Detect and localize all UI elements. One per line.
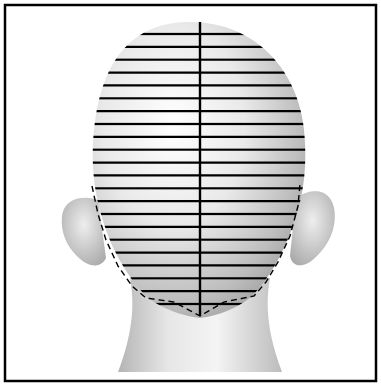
head-back-view-icon [0,0,381,386]
head-sectioning-illustration [0,0,381,386]
